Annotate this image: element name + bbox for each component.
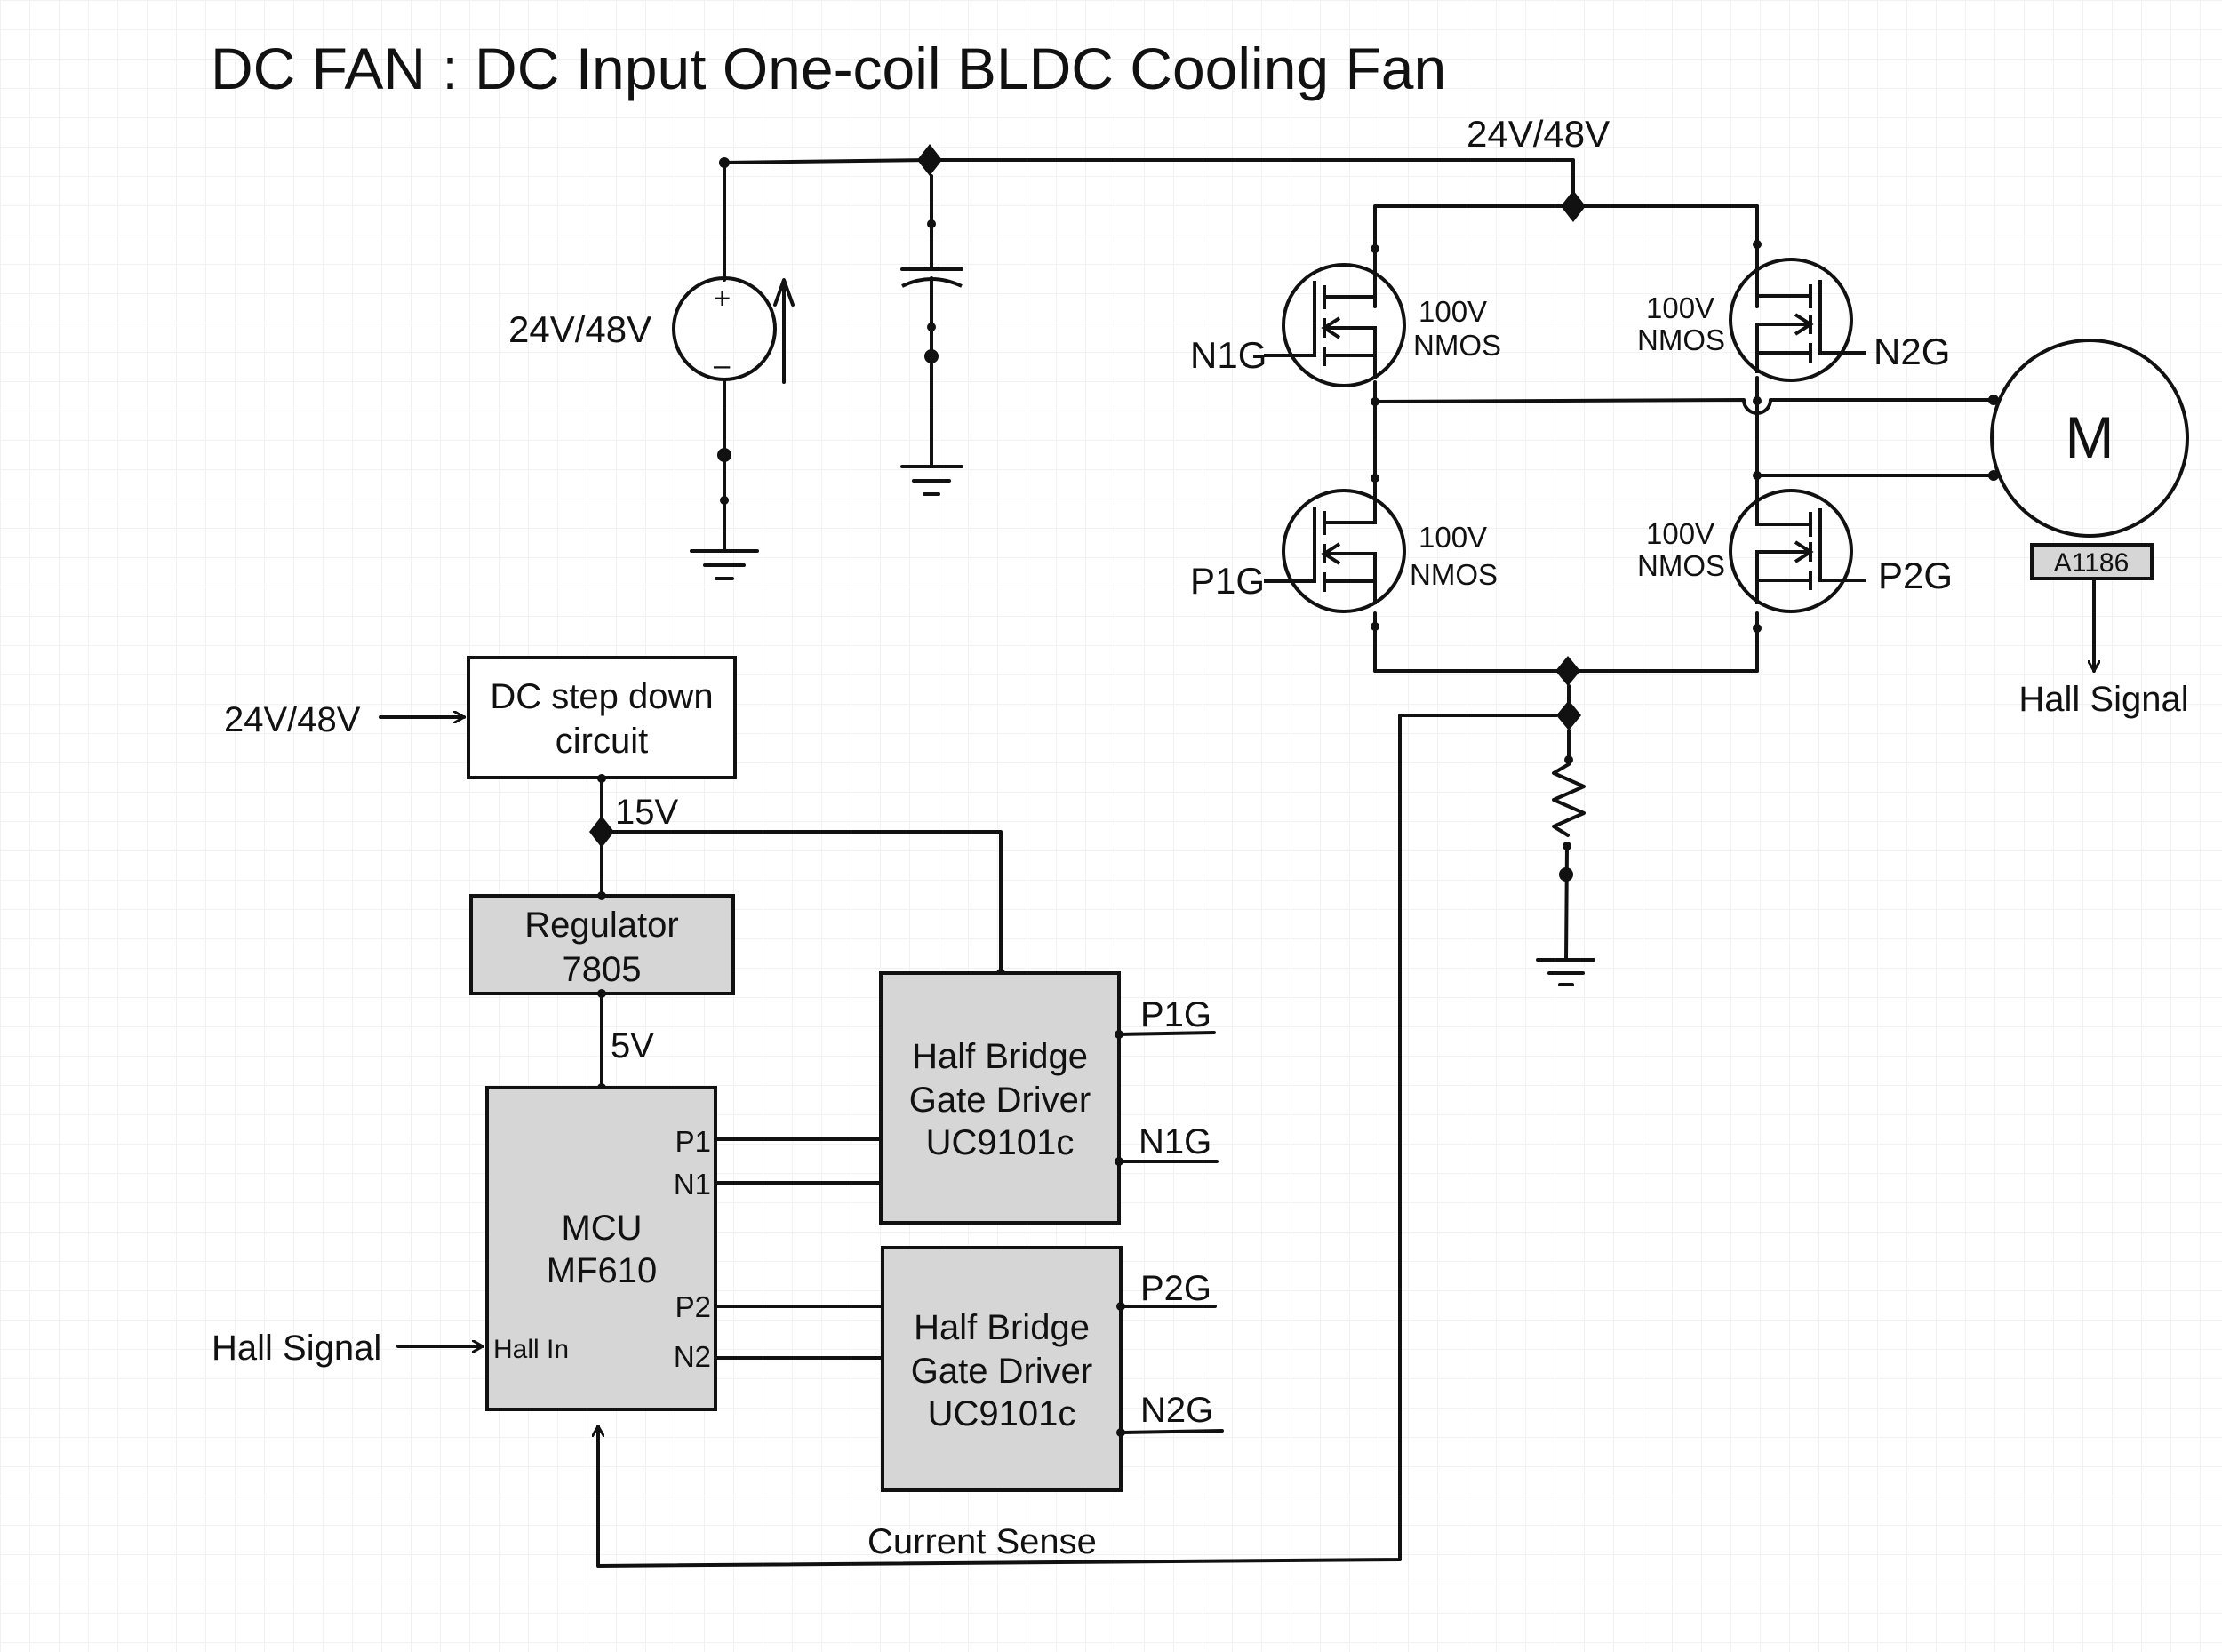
junction-15v (589, 816, 614, 848)
rail-5v: 5V (597, 992, 654, 1092)
mosfet-q4-type: NMOS (1637, 549, 1725, 582)
motor-icon (1990, 339, 2189, 538)
mosfet-q2-gate-label: N2G (1874, 331, 1950, 372)
driver1-line1: Half Bridge (912, 1037, 1088, 1076)
dc-input-arrow: 24V/48V (224, 700, 466, 739)
gate-driver-2: Half Bridge Gate Driver UC9101c P2G N2G (881, 1246, 1224, 1492)
ground-icon (690, 549, 759, 580)
driver2-line3: UC9101c (928, 1394, 1076, 1433)
source-minus: – (714, 348, 731, 381)
dc-input-label: 24V/48V (224, 700, 361, 739)
mcu-pin-n1: N1 (674, 1168, 711, 1201)
mosfet-q2: 100V NMOS N2G (1637, 258, 1950, 382)
mosfet-q3-gate-label: P1G (1190, 560, 1265, 602)
driver1-line2: Gate Driver (909, 1081, 1091, 1120)
dc-voltage-source: 24V/48V + – (508, 161, 795, 553)
supply-rail-label: 24V/48V (1467, 113, 1610, 155)
mosfet-q2-rating: 100V (1646, 291, 1714, 324)
rail-15v-label: 15V (615, 793, 678, 832)
driver1-out-n-label: N1G (1139, 1122, 1211, 1161)
driver1-line3: UC9101c (926, 1123, 1075, 1162)
mosfet-q1-rating: 100V (1419, 295, 1487, 328)
mosfet-q3-rating: 100V (1419, 521, 1487, 554)
mcu-pin-p2: P2 (675, 1290, 711, 1323)
hall-signal-output-label: Hall Signal (2018, 680, 2188, 719)
regulator-line2: 7805 (563, 950, 642, 989)
current-sense-shunt (1552, 684, 1586, 962)
mcu-driver-connections (714, 1137, 884, 1360)
ground-icon (1536, 958, 1595, 986)
dc-step-down-block: DC step down circuit (467, 656, 737, 779)
mcu-block: MCU MF610 P1 N1 P2 N2 Hall In (485, 1086, 717, 1411)
mcu-line2: MF610 (547, 1251, 658, 1290)
mcu-pin-hall-in: Hall In (493, 1335, 569, 1364)
source-plus: + (714, 282, 731, 315)
mosfet-q4-gate-label: P2G (1878, 555, 1953, 596)
hall-signal-input: Hall Signal (212, 1329, 484, 1368)
bulk-capacitor (900, 174, 963, 468)
rail-5v-label: 5V (611, 1026, 654, 1065)
driver2-out-n-label: N2G (1140, 1391, 1213, 1430)
step-down-line1: DC step down (490, 677, 713, 716)
regulator-line1: Regulator (524, 906, 678, 945)
hall-signal-input-label: Hall Signal (212, 1329, 381, 1368)
junction-bridge-bottom (1555, 656, 1580, 686)
driver2-line2: Gate Driver (911, 1352, 1093, 1391)
regulator-block: Regulator 7805 (469, 891, 735, 998)
supply-rail: 24V/48V (719, 113, 1610, 208)
motor-label: M (2066, 404, 2114, 470)
gate-driver-1: Half Bridge Gate Driver UC9101c P1G N1G (879, 971, 1219, 1225)
driver2-line1: Half Bridge (914, 1308, 1090, 1347)
mosfet-q2-type: NMOS (1637, 323, 1725, 356)
mosfet-q3: 100V NMOS P1G (1190, 489, 1498, 613)
driver1-out-p-label: P1G (1140, 995, 1211, 1034)
source-voltage-label: 24V/48V (508, 308, 651, 350)
hall-sensor-box (2030, 543, 2154, 580)
hall-sensor-label: A1186 (2054, 548, 2130, 578)
mosfet-q1: 100V NMOS N1G (1190, 263, 1501, 387)
mosfet-q1-gate-label: N1G (1190, 334, 1267, 376)
h-bridge (1371, 190, 1999, 686)
mcu-line1: MCU (561, 1209, 642, 1248)
mcu-pin-p1: P1 (675, 1125, 711, 1158)
current-sense-label: Current Sense (867, 1522, 1097, 1561)
junction-rail-top (917, 144, 942, 176)
junction-bridge-top (1561, 190, 1586, 222)
motor: M A1186 Hall Signal (1990, 339, 2189, 719)
mosfet-q4: 100V NMOS P2G (1637, 489, 1953, 613)
step-down-line2: circuit (556, 722, 648, 761)
mcu-pin-n2: N2 (674, 1340, 711, 1373)
junction-sense (1556, 700, 1581, 730)
rail-15v: 15V (589, 774, 1005, 978)
mosfet-q3-type: NMOS (1410, 558, 1498, 591)
driver2-out-p-label: P2G (1140, 1269, 1211, 1308)
ground-icon (900, 465, 963, 496)
mosfet-q1-type: NMOS (1413, 329, 1501, 362)
mosfet-q4-rating: 100V (1646, 517, 1714, 550)
current-sense-path: Current Sense (598, 714, 1558, 1568)
page-title: DC FAN : DC Input One-coil BLDC Cooling … (211, 36, 1446, 101)
